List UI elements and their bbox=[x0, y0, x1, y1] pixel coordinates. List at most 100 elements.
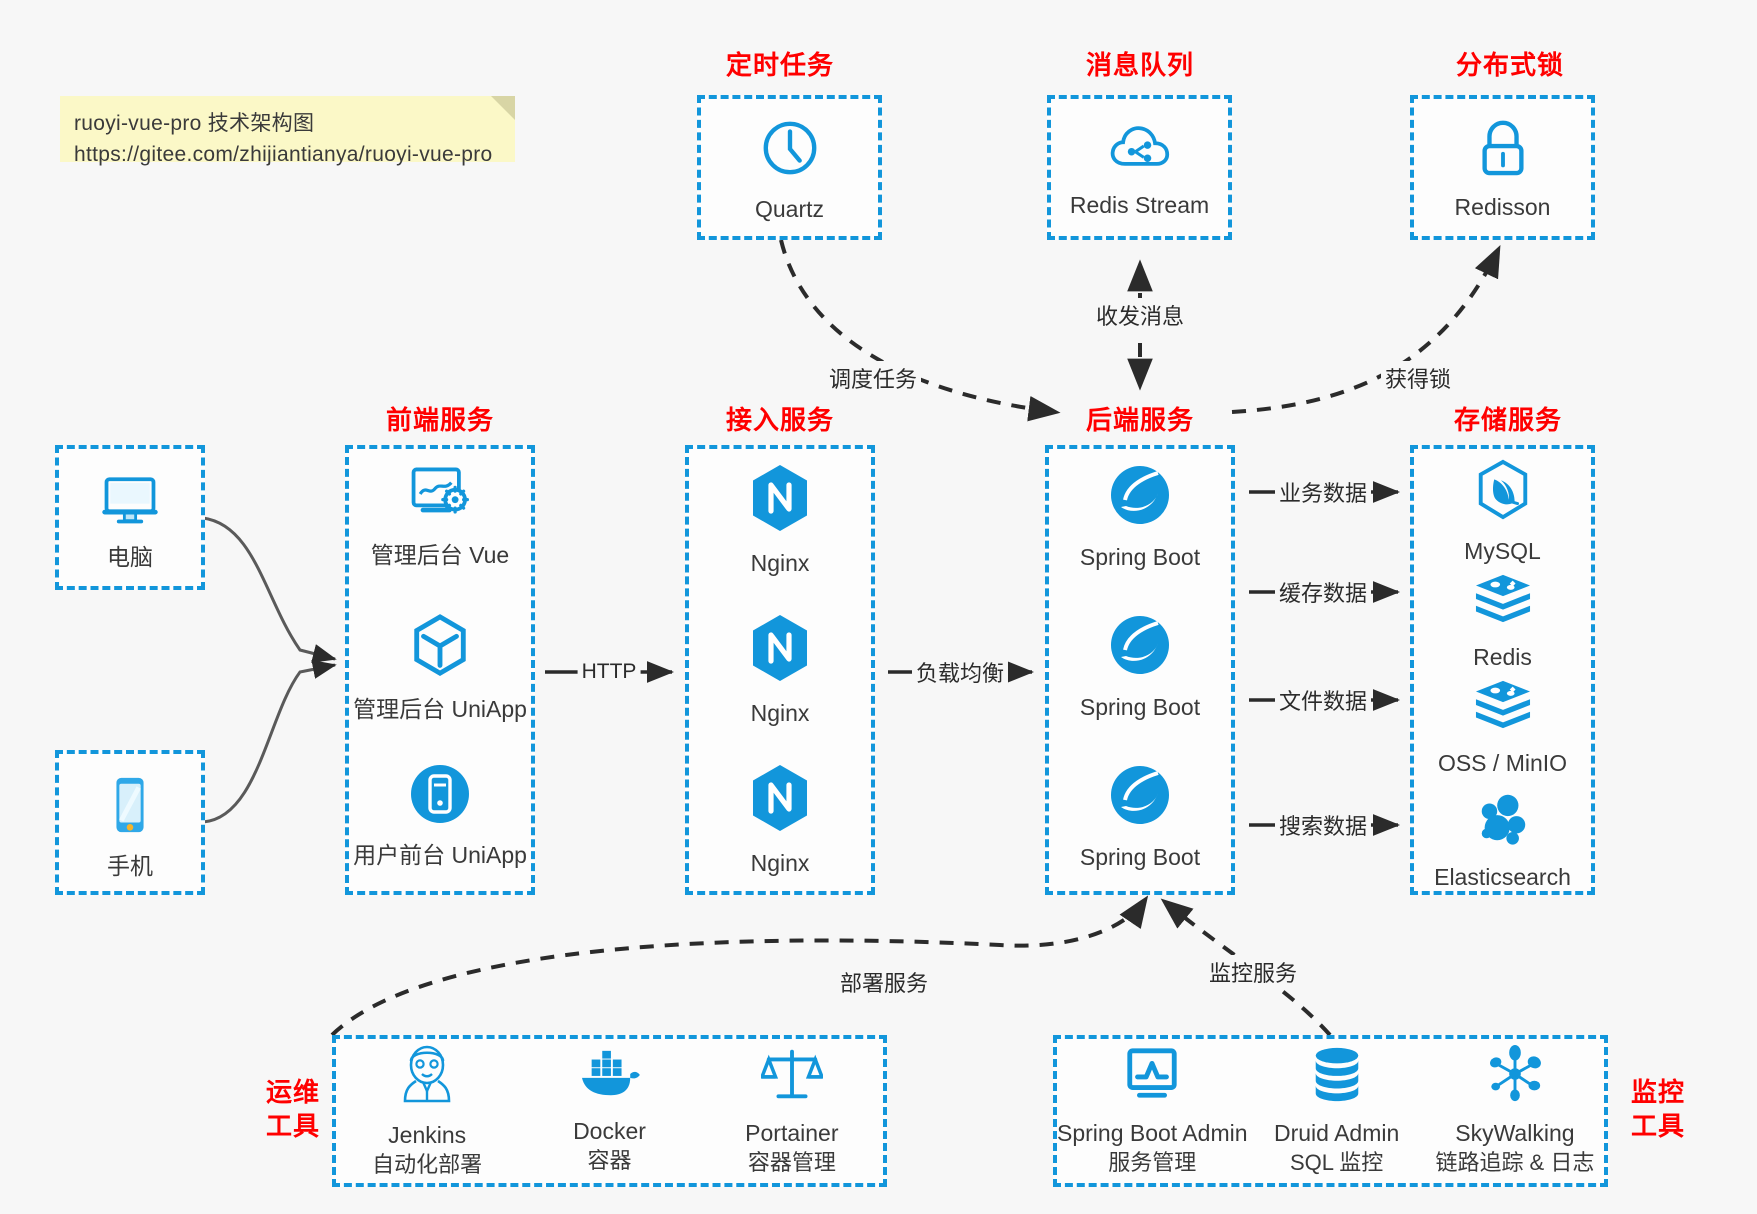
nginx-icon bbox=[749, 613, 811, 688]
node-label: Spring Boot Admin bbox=[1057, 1119, 1248, 1146]
edge-label-monitor-service: 监控服务 bbox=[1204, 955, 1302, 989]
group-title-scheduled-task: 定时任务 bbox=[725, 50, 834, 80]
node-admin-uniapp[interactable]: 管理后台 UniApp bbox=[349, 613, 531, 724]
group-title-monitor-tools: 监控 工具 bbox=[1618, 1075, 1698, 1143]
group-box-client-computer: 电脑 bbox=[55, 445, 205, 590]
group-title-distributed-lock: 分布式锁 bbox=[1455, 50, 1564, 80]
node-quartz[interactable]: Quartz bbox=[701, 117, 878, 224]
node-nginx-2[interactable]: Nginx bbox=[689, 613, 871, 728]
elasticsearch-icon bbox=[1473, 789, 1533, 852]
note-line-1: ruoyi-vue-pro 技术架构图 bbox=[74, 112, 315, 135]
node-spring-boot-2[interactable]: Spring Boot bbox=[1049, 613, 1231, 722]
monitor-title-line-1: 监控 bbox=[1630, 1077, 1685, 1107]
node-druid-admin[interactable]: Druid Admin SQL 监控 bbox=[1248, 1045, 1426, 1178]
node-label: Spring Boot bbox=[1079, 844, 1201, 870]
redis-stack-icon bbox=[1472, 677, 1534, 738]
node-sublabel: SQL 监控 bbox=[1289, 1149, 1384, 1175]
node-elasticsearch[interactable]: Elasticsearch bbox=[1414, 789, 1591, 892]
note-fold-corner bbox=[491, 96, 515, 120]
group-box-storage-service: MySQL Redis bbox=[1410, 445, 1595, 895]
node-redis-stream[interactable]: Redis Stream bbox=[1051, 119, 1228, 220]
edge-label-schedule-task: 调度任务 bbox=[824, 361, 922, 395]
monitor-chart-icon bbox=[1121, 1045, 1183, 1108]
clock-icon bbox=[759, 117, 821, 184]
node-computer[interactable]: 电脑 bbox=[59, 471, 201, 572]
node-nginx-1[interactable]: Nginx bbox=[689, 463, 871, 578]
node-spring-boot-1[interactable]: Spring Boot bbox=[1049, 463, 1231, 572]
ops-title-line-1: 运维 bbox=[265, 1077, 320, 1107]
node-label: SkyWalking bbox=[1455, 1119, 1575, 1146]
node-label: Redis Stream bbox=[1069, 192, 1210, 218]
node-sublabel: 链路追踪 & 日志 bbox=[1435, 1149, 1595, 1175]
node-docker[interactable]: Docker 容器 bbox=[518, 1047, 700, 1176]
skywalking-node-icon bbox=[1484, 1044, 1546, 1108]
node-sublabel: 服务管理 bbox=[1108, 1149, 1197, 1175]
group-title-frontend-service: 前端服务 bbox=[385, 405, 494, 435]
node-skywalking[interactable]: SkyWalking 链路追踪 & 日志 bbox=[1426, 1044, 1604, 1178]
node-redisson[interactable]: Redisson bbox=[1414, 117, 1591, 222]
nginx-icon bbox=[749, 763, 811, 838]
node-label: Redis bbox=[1473, 644, 1532, 670]
dashboard-gear-icon bbox=[406, 463, 474, 530]
edge-label-search-data: 搜索数据 bbox=[1274, 808, 1372, 842]
group-title-storage-service: 存储服务 bbox=[1453, 405, 1562, 435]
node-label: 电脑 bbox=[107, 544, 153, 570]
node-admin-vue[interactable]: 管理后台 Vue bbox=[349, 463, 531, 570]
node-mysql[interactable]: MySQL bbox=[1414, 459, 1591, 566]
node-label: Elasticsearch bbox=[1434, 864, 1571, 890]
lock-icon bbox=[1474, 117, 1532, 182]
node-phone[interactable]: 手机 bbox=[59, 774, 201, 881]
node-label: Nginx bbox=[750, 550, 810, 576]
node-label: OSS / MinIO bbox=[1437, 750, 1568, 776]
cloud-stream-icon bbox=[1109, 119, 1171, 180]
node-label: Spring Boot bbox=[1079, 544, 1201, 570]
nginx-icon bbox=[749, 463, 811, 538]
edge-label-http: HTTP bbox=[577, 659, 641, 685]
edge-label-load-balance: 负载均衡 bbox=[911, 655, 1009, 689]
redis-stack-icon bbox=[1472, 571, 1534, 632]
desktop-monitor-icon bbox=[99, 471, 161, 532]
group-title-backend-service: 后端服务 bbox=[1085, 405, 1194, 435]
group-box-distributed-lock: Redisson bbox=[1410, 95, 1595, 240]
node-label: Nginx bbox=[750, 850, 810, 876]
node-sublabel: 容器管理 bbox=[747, 1149, 836, 1175]
smartphone-icon bbox=[107, 774, 153, 841]
mysql-dolphin-icon bbox=[1474, 459, 1532, 526]
node-sublabel: 自动化部署 bbox=[372, 1151, 483, 1177]
node-label: Nginx bbox=[750, 700, 810, 726]
node-spring-boot-admin[interactable]: Spring Boot Admin 服务管理 bbox=[1057, 1045, 1248, 1178]
node-label: 管理后台 Vue bbox=[370, 542, 510, 568]
node-user-uniapp[interactable]: 用户前台 UniApp bbox=[349, 763, 531, 870]
group-box-frontend-service: 管理后台 Vue 管理后台 UniApp 用户前台 UniApp bbox=[345, 445, 535, 895]
node-spring-boot-3[interactable]: Spring Boot bbox=[1049, 763, 1231, 872]
group-box-monitor-tools: Spring Boot Admin 服务管理 Druid Admin SQL 监… bbox=[1053, 1035, 1608, 1187]
node-label: Jenkins bbox=[388, 1121, 467, 1148]
edge-label-deploy-service: 部署服务 bbox=[835, 965, 933, 999]
group-box-backend-service: Spring Boot Spring Boot Spring Boot bbox=[1045, 445, 1235, 895]
node-nginx-3[interactable]: Nginx bbox=[689, 763, 871, 878]
edge-label-business-data: 业务数据 bbox=[1274, 475, 1372, 509]
spring-boot-icon bbox=[1108, 763, 1172, 832]
group-box-message-queue: Redis Stream bbox=[1047, 95, 1232, 240]
group-box-gateway-service: Nginx Nginx Nginx bbox=[685, 445, 875, 895]
ops-title-line-2: 工具 bbox=[265, 1111, 320, 1141]
jenkins-butler-icon bbox=[396, 1043, 458, 1110]
node-label: 管理后台 UniApp bbox=[353, 696, 527, 722]
group-title-message-queue: 消息队列 bbox=[1085, 50, 1194, 80]
node-oss-minio[interactable]: OSS / MinIO bbox=[1414, 677, 1591, 778]
edge-label-file-data: 文件数据 bbox=[1274, 683, 1372, 717]
node-label: Spring Boot bbox=[1079, 694, 1201, 720]
group-title-gateway-service: 接入服务 bbox=[725, 405, 834, 435]
note-line-2: https://gitee.com/zhijiantianya/ruoyi-vu… bbox=[74, 143, 493, 166]
node-portainer[interactable]: Portainer 容器管理 bbox=[701, 1045, 883, 1178]
node-label: Docker bbox=[573, 1117, 646, 1144]
node-label: MySQL bbox=[1464, 538, 1541, 564]
group-box-client-phone: 手机 bbox=[55, 750, 205, 895]
node-redis[interactable]: Redis bbox=[1414, 571, 1591, 672]
node-label: Portainer bbox=[745, 1119, 839, 1146]
group-box-scheduled-task: Quartz bbox=[697, 95, 882, 240]
cube-icon bbox=[409, 613, 471, 684]
architecture-note: ruoyi-vue-pro 技术架构图 https://gitee.com/zh… bbox=[60, 96, 515, 166]
node-jenkins[interactable]: Jenkins 自动化部署 bbox=[336, 1043, 518, 1180]
node-sublabel: 容器 bbox=[587, 1147, 632, 1173]
